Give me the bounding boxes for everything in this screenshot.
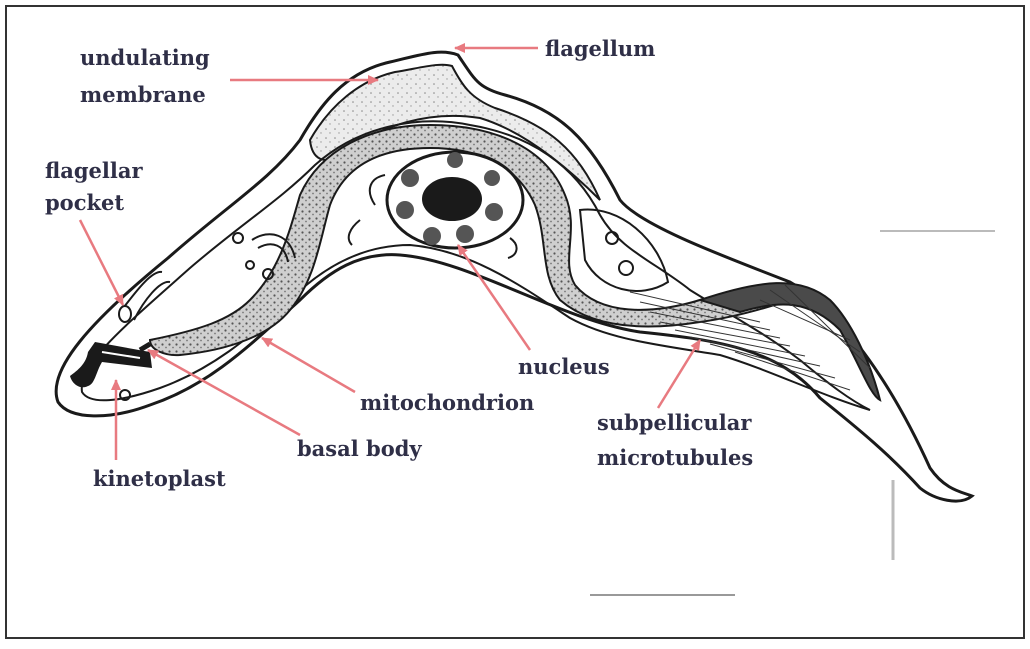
label-basal-body: basal body <box>297 436 422 461</box>
chromatin <box>447 152 463 168</box>
flagellar-pocket-opening <box>119 306 131 322</box>
label-flagellum: flagellum <box>545 36 655 61</box>
chromatin <box>484 170 500 186</box>
chromatin <box>423 227 441 245</box>
label-kinetoplast: kinetoplast <box>93 466 226 491</box>
label-undulating-membrane-line2: membrane <box>80 82 206 107</box>
nucleolus <box>422 177 482 221</box>
label-flagellar-pocket-line1: flagellar <box>45 158 143 183</box>
label-undulating-membrane-line1: undulating <box>80 45 210 70</box>
label-flagellar-pocket-line2: pocket <box>45 190 124 215</box>
chromatin <box>396 201 414 219</box>
chromatin <box>401 169 419 187</box>
chromatin <box>456 225 474 243</box>
chromatin <box>485 203 503 221</box>
arrow-mitochondrion <box>262 338 355 392</box>
arrow-subpellicular-microtubules <box>658 340 700 408</box>
label-subpellicular-microtubules-line1: subpellicular <box>597 410 751 435</box>
label-mitochondrion: mitochondrion <box>360 390 534 415</box>
label-nucleus: nucleus <box>518 354 610 379</box>
label-subpellicular-microtubules-line2: microtubules <box>597 445 753 470</box>
arrow-flagellar-pocket <box>80 220 123 305</box>
